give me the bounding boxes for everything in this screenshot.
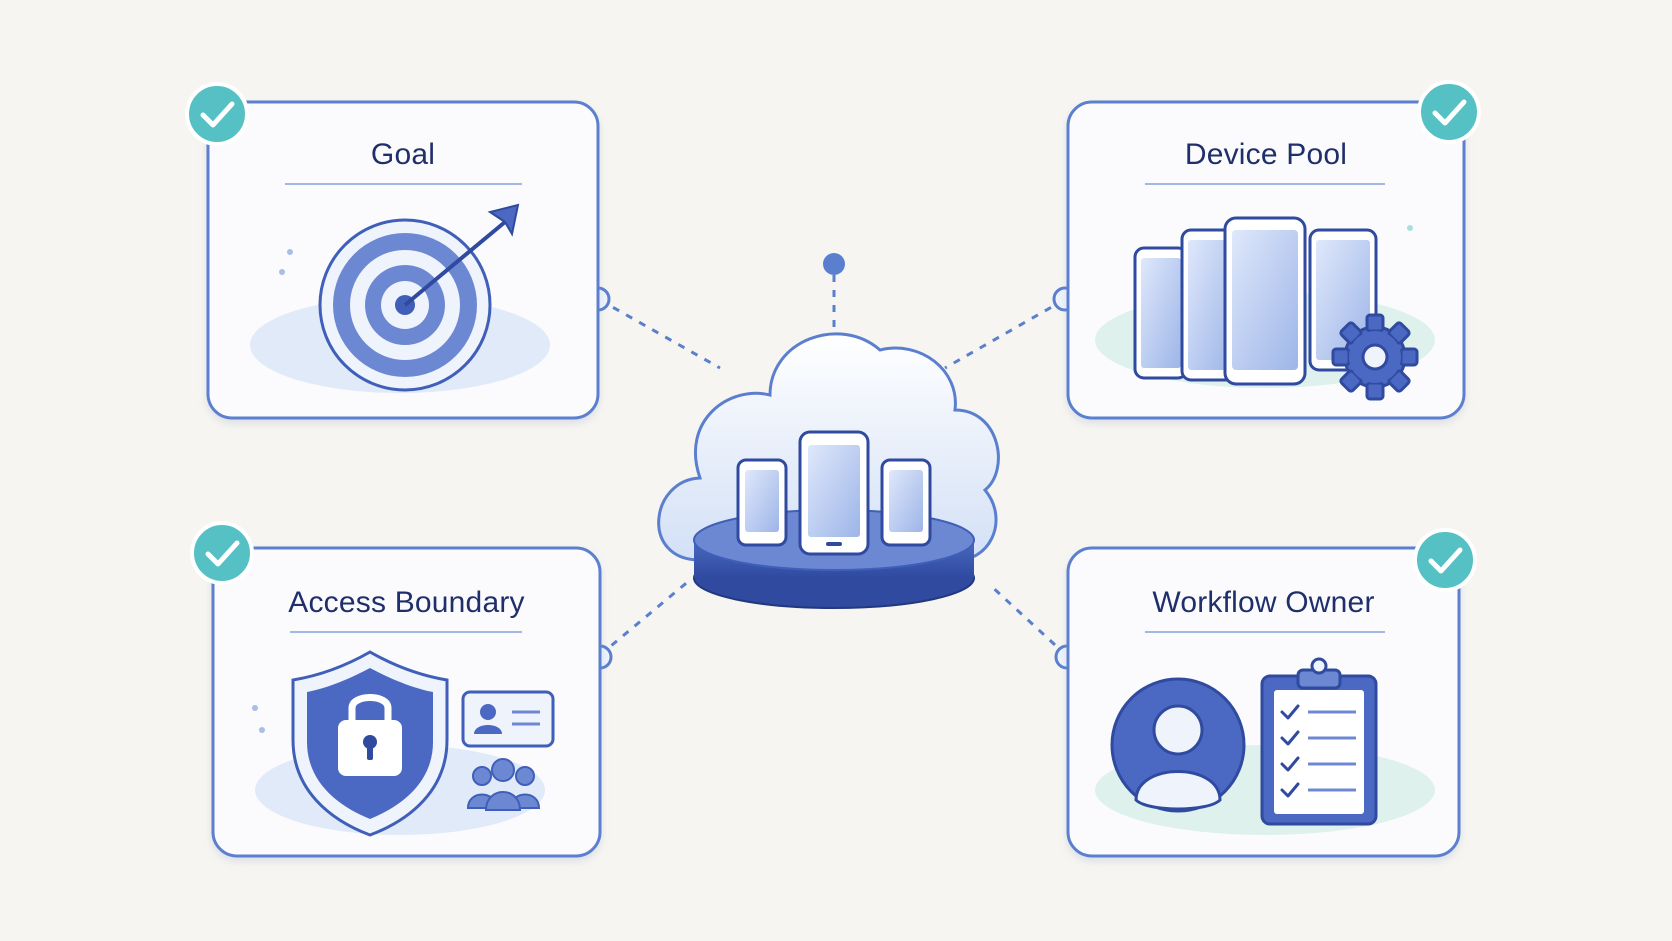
- target-arrow-icon: [279, 203, 520, 392]
- clipboard-checklist-icon: [1260, 657, 1378, 826]
- people-group-icon: [466, 758, 541, 811]
- connector-access-boundary: [599, 578, 691, 657]
- card-workflow-owner[interactable]: [1066, 528, 1477, 858]
- card-title-workflow-owner: Workflow Owner: [1152, 586, 1375, 619]
- card-goal[interactable]: [185, 82, 600, 420]
- phone-small-right-icon: [880, 458, 932, 547]
- check-badge-workflow-owner: [1413, 528, 1477, 592]
- check-badge-access-boundary: [190, 521, 254, 585]
- user-avatar-icon: [1110, 677, 1246, 813]
- card-title-goal: Goal: [370, 138, 436, 171]
- connector-dot-top: [823, 253, 845, 275]
- cloud-device-platform-icon: [657, 332, 1000, 609]
- check-badge-device-pool: [1417, 80, 1481, 144]
- connector-goal: [599, 298, 721, 370]
- id-card-icon: [461, 690, 555, 748]
- card-title-device-pool: Device Pool: [1184, 138, 1348, 171]
- shield-lock-icon: [252, 650, 449, 837]
- phone-large-center-icon: [798, 430, 870, 556]
- phone-small-left-icon: [736, 458, 788, 547]
- card-device-pool[interactable]: [1066, 80, 1481, 420]
- card-access-boundary[interactable]: [190, 521, 602, 858]
- connector-device-pool: [944, 298, 1065, 370]
- phones-gear-icon: [1133, 216, 1419, 401]
- connector-workflow-owner: [988, 583, 1068, 657]
- check-badge-goal: [185, 82, 249, 146]
- card-title-access-boundary: Access Boundary: [288, 586, 525, 619]
